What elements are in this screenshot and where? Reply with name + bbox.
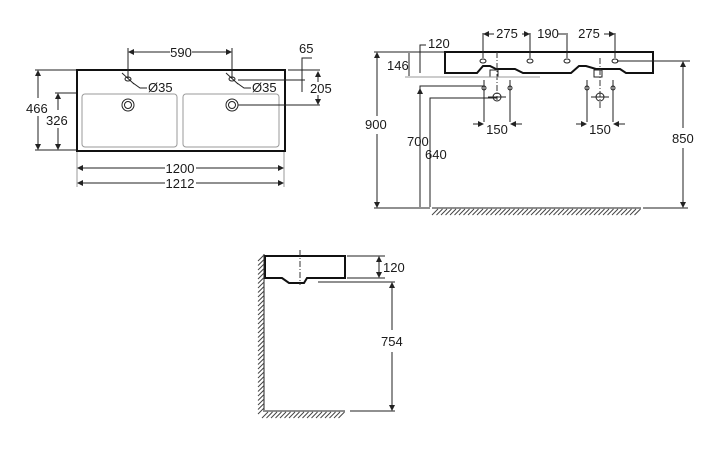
height-supply-label: 700 <box>407 134 429 149</box>
spacing-left-label: 275 <box>496 26 518 41</box>
hole-spacing-label: 590 <box>170 45 192 60</box>
floor-hatch <box>431 208 641 216</box>
width-outer-label: 1212 <box>166 176 195 191</box>
floor-to-bottom-label: 754 <box>381 334 403 349</box>
right-supply-fittings: 150 <box>576 80 625 137</box>
side-view: 120 754 <box>257 250 405 419</box>
left-bowl <box>81 93 178 148</box>
tap-hole-right-label: Ø35 <box>252 80 277 95</box>
spacing-middle-label: 190 <box>537 26 559 41</box>
floor-hatch <box>261 411 345 419</box>
right-drain-icon <box>225 98 239 112</box>
wall-hatch <box>257 254 265 415</box>
depth-bowl-label: 326 <box>46 113 68 128</box>
left-drain-icon <box>121 98 135 112</box>
basin-front-outline <box>444 51 654 74</box>
width-inner-label: 1200 <box>166 161 195 176</box>
height-waste-label: 640 <box>425 147 447 162</box>
basin-height-label: 146 <box>387 58 409 73</box>
supply-spacing-left-label: 150 <box>486 122 508 137</box>
basin-outline <box>76 69 286 152</box>
rim-height-label: 120 <box>428 36 450 51</box>
front-view: 275 190 275 120 146 150 <box>365 26 694 216</box>
edge-offset-label: 65 <box>299 41 313 56</box>
left-supply-fittings: 150 <box>473 80 522 137</box>
height-right-label: 850 <box>672 131 694 146</box>
tap-hole-left-label: Ø35 <box>148 80 173 95</box>
right-bowl <box>182 93 280 148</box>
top-view: Ø35 Ø35 590 65 205 466 326 1200 <box>26 41 332 191</box>
side-rim-height-label: 120 <box>383 260 405 275</box>
depth-total-label: 466 <box>26 101 48 116</box>
tap-to-drain-label: 205 <box>310 81 332 96</box>
spacing-right-label: 275 <box>578 26 600 41</box>
height-top-label: 900 <box>365 117 387 132</box>
basin-side-outline <box>264 255 346 284</box>
supply-spacing-right-label: 150 <box>589 122 611 137</box>
